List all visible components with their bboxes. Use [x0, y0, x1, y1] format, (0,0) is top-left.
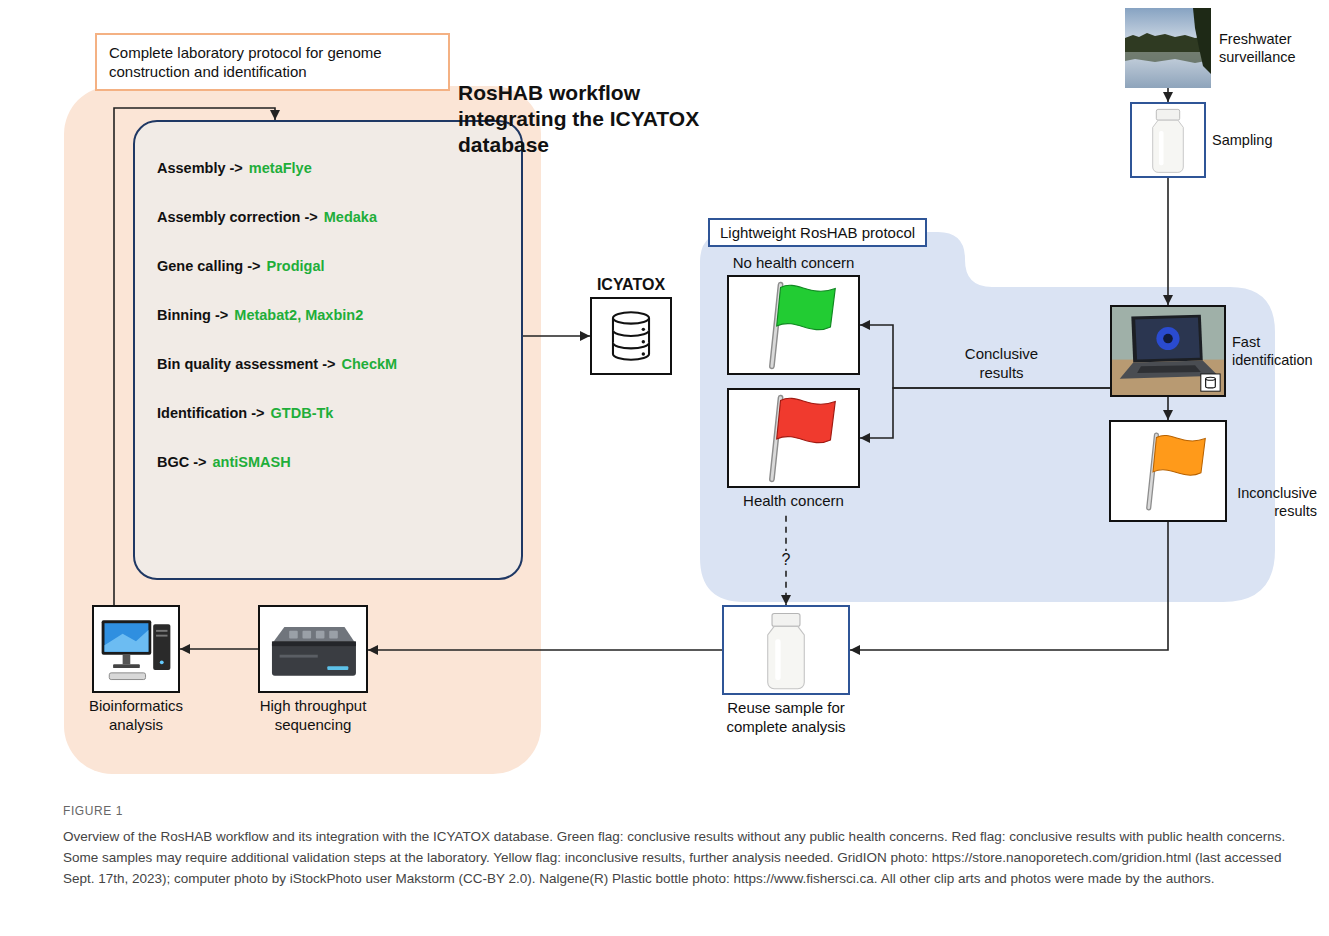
- pipeline-step: Assembly correction -> Medaka: [157, 205, 499, 229]
- connector-arrow: [1167, 88, 1169, 102]
- node-label: Freshwater surveillance: [1219, 30, 1315, 66]
- lake-photo: Freshwater surveillance: [1125, 8, 1211, 88]
- green-flag-box: No health concern: [727, 275, 860, 375]
- edge-label-text: ?: [778, 551, 795, 568]
- lab-protocol-panel: Complete laboratory protocol for genome …: [63, 85, 542, 775]
- bioinformatics-box: Bioinformatics analysis: [92, 605, 180, 693]
- icon-illustration: [260, 607, 366, 691]
- panel-heading-box: Lightweight RosHAB protocol: [708, 218, 927, 247]
- node-label-text: Health concern: [743, 492, 844, 509]
- icon-illustration: [94, 607, 178, 691]
- tool-name: GTDB-Tk: [271, 405, 334, 421]
- node-label: No health concern: [709, 254, 879, 273]
- node-label-text: ICYATOX: [597, 276, 665, 293]
- icon-illustration: [1132, 104, 1204, 176]
- pipeline-step: BGC -> antiSMASH: [157, 450, 499, 474]
- node-label: Inconclusive results: [1231, 484, 1317, 520]
- connector-arrow: [1167, 178, 1169, 305]
- icon-illustration: [729, 390, 858, 486]
- edge-label: Conclusive results: [947, 345, 1057, 383]
- figure-number: FIGURE 1: [63, 804, 123, 818]
- panel-heading-box: Complete laboratory protocol for genome …: [95, 33, 450, 91]
- node-label-text: Bioinformatics analysis: [89, 697, 183, 733]
- tool-name: CheckM: [342, 356, 398, 372]
- sample-bottle-box: Sampling: [1130, 102, 1206, 178]
- pipeline-step: Binning -> Metabat2, Maxbin2: [157, 303, 499, 327]
- node-label-text: Reuse sample for complete analysis: [726, 699, 845, 735]
- node-label-text: Inconclusive results: [1237, 485, 1317, 519]
- panel-heading: Lightweight RosHAB protocol: [720, 224, 915, 241]
- figure-title: RosHAB workflow integrating the ICYATOX …: [458, 80, 743, 158]
- node-label: Reuse sample for complete analysis: [711, 699, 861, 737]
- red-flag-box: Health concern: [727, 388, 860, 488]
- node-label-text: No health concern: [733, 254, 855, 271]
- sequencing-box: High throughput sequencing: [258, 605, 368, 693]
- tool-name: Metabat2, Maxbin2: [234, 307, 363, 323]
- step-name: Identification ->: [157, 405, 265, 421]
- laptop-box: Fast identification: [1110, 305, 1226, 397]
- step-name: Assembly ->: [157, 160, 243, 176]
- node-label: Bioinformatics analysis: [76, 697, 196, 735]
- tool-name: Medaka: [324, 209, 377, 225]
- node-label-text: Freshwater surveillance: [1219, 31, 1296, 65]
- tool-name: metaFlye: [249, 160, 312, 176]
- pipeline-step: Identification -> GTDB-Tk: [157, 401, 499, 425]
- node-label: ICYATOX: [576, 275, 686, 295]
- orange-flag-box: Inconclusive results: [1109, 420, 1227, 522]
- connector-arrow: [368, 649, 722, 651]
- icon-illustration: [724, 607, 848, 693]
- icon-illustration: [1111, 422, 1225, 520]
- step-name: Bin quality assessment ->: [157, 356, 336, 372]
- node-label-text: High throughput sequencing: [260, 697, 367, 733]
- icon-illustration: [592, 299, 670, 373]
- icon-illustration: [1112, 307, 1224, 395]
- node-label: Health concern: [719, 492, 869, 511]
- icon-illustration: [729, 277, 858, 373]
- database-box: ICYATOX: [590, 297, 672, 375]
- node-label-text: Fast identification: [1232, 334, 1313, 368]
- step-name: Binning ->: [157, 307, 228, 323]
- pipeline-step: Assembly -> metaFlye: [157, 156, 499, 180]
- pipeline-steps-box: Assembly -> metaFlyeAssembly correction -…: [133, 120, 523, 580]
- icon-illustration: [1125, 8, 1211, 88]
- connector-arrow: [1167, 397, 1169, 420]
- node-label-text: Sampling: [1212, 132, 1272, 148]
- node-label: Sampling: [1212, 131, 1292, 149]
- node-label: High throughput sequencing: [243, 697, 383, 735]
- reuse-bottle-box: Reuse sample for complete analysis: [722, 605, 850, 695]
- connector-arrow: [523, 335, 590, 337]
- pipeline-step: Bin quality assessment -> CheckM: [157, 352, 499, 376]
- tool-name: Prodigal: [267, 258, 325, 274]
- figure-caption: Overview of the RosHAB workflow and its …: [63, 826, 1298, 889]
- node-label: Fast identification: [1232, 333, 1324, 369]
- edge-label: ?: [778, 550, 795, 570]
- pipeline-step: Gene calling -> Prodigal: [157, 254, 499, 278]
- step-name: Assembly correction ->: [157, 209, 318, 225]
- edge-label-text: Conclusive results: [965, 345, 1038, 381]
- tool-name: antiSMASH: [213, 454, 291, 470]
- step-name: BGC ->: [157, 454, 207, 470]
- lightweight-protocol-panel: Lightweight RosHAB protocolNo health con…: [700, 232, 1275, 602]
- step-name: Gene calling ->: [157, 258, 261, 274]
- panel-heading: Complete laboratory protocol for genome …: [109, 44, 382, 80]
- connector-arrow: [180, 648, 258, 650]
